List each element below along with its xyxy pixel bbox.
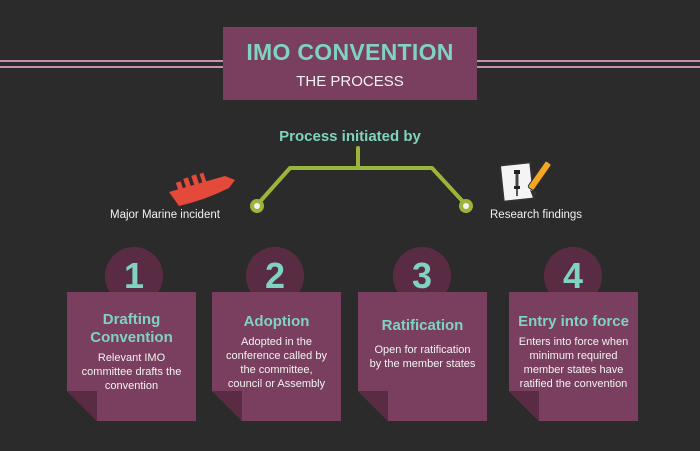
step-1-body-line-3: convention xyxy=(104,380,159,392)
step-3-title: Ratification xyxy=(381,317,464,334)
step-1-title-line-1: Drafting xyxy=(102,311,161,328)
step-4-body-line-1: Enters into force when xyxy=(518,336,629,348)
document-pen-icon xyxy=(500,160,552,203)
step-4-body-line-2: minimum required xyxy=(529,350,618,362)
step-2-card-fold xyxy=(212,391,242,421)
step-4-body-line-3: member states have xyxy=(523,364,624,376)
connector-node-right-center xyxy=(463,203,469,209)
title-box: IMO CONVENTION THE PROCESS xyxy=(223,27,477,100)
sinking-ship-icon xyxy=(169,172,235,206)
step-4-body-line-4: ratified the convention xyxy=(519,378,628,390)
step-3-card: Ratification Open for ratification by th… xyxy=(358,292,487,421)
step-2-card: Adoption Adopted in the conference calle… xyxy=(212,292,341,421)
connector-node-left-center xyxy=(254,203,260,209)
page-subtitle: THE PROCESS xyxy=(296,73,404,90)
step-3-body-line-1: Open for ratification xyxy=(374,344,471,356)
step-2-body-line-1: Adopted in the xyxy=(241,336,312,348)
step-4-title: Entry into force xyxy=(518,313,629,330)
research-findings-label: Research findings xyxy=(490,209,583,221)
step-4-card: Entry into force Enters into force when … xyxy=(509,292,638,421)
step-3-card-fold xyxy=(358,391,388,421)
step-2-body-line-4: council or Assembly xyxy=(227,378,326,390)
step-1-title-line-2: Convention xyxy=(90,329,173,346)
step-2-body-line-2: conference called by xyxy=(226,350,327,362)
page-title: IMO CONVENTION xyxy=(246,39,454,65)
step-3-body-line-2: by the member states xyxy=(369,358,476,370)
step-1-card-fold xyxy=(67,391,97,421)
process-initiated-label: Process initiated by xyxy=(279,128,421,145)
step-2-title: Adoption xyxy=(243,313,310,330)
major-marine-incident-label: Major Marine incident xyxy=(110,209,220,221)
step-1-card: Drafting Convention Relevant IMO committ… xyxy=(67,292,196,421)
step-2-body-line-3: the committee, xyxy=(240,364,313,376)
step-1-body-line-1: Relevant IMO xyxy=(97,352,166,364)
step-1-body-line-2: committee drafts the xyxy=(81,366,182,378)
step-4-card-fold xyxy=(509,391,539,421)
connector-branch xyxy=(255,166,468,207)
